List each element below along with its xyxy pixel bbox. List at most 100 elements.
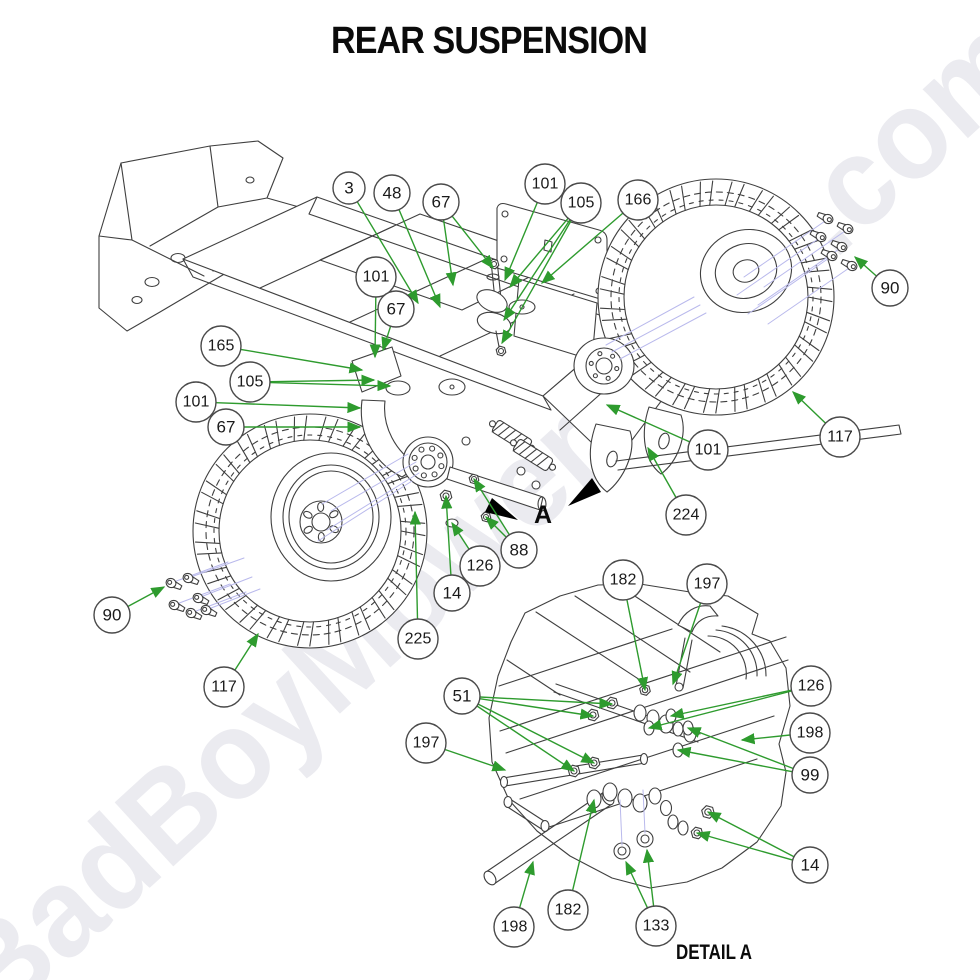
section-arrows: A (485, 478, 601, 529)
callout-number: 14 (443, 584, 462, 603)
leader-line-51 (477, 703, 596, 764)
leader-line-105 (269, 380, 392, 392)
callout-number: 166 (625, 192, 652, 209)
callout-number: 117 (211, 679, 237, 696)
callout-67[interactable]: 67 (377, 290, 415, 328)
lug-bolt (200, 604, 218, 618)
callout-number: 67 (387, 300, 406, 319)
callout-number: 101 (183, 394, 210, 411)
leader-line-48 (398, 209, 441, 309)
section-arrow-icon (485, 498, 518, 520)
callout-88[interactable]: 88 (500, 531, 538, 569)
callout-133[interactable]: 133 (635, 905, 677, 947)
callout-number: 101 (363, 269, 390, 286)
callout-101[interactable]: 101 (355, 256, 397, 298)
leader-line-105 (501, 220, 572, 345)
leader-line-51 (476, 705, 576, 772)
lug-bolt (185, 607, 203, 621)
callout-101[interactable]: 101 (524, 163, 566, 205)
callout-number: 225 (405, 631, 432, 648)
leader-line-198 (740, 733, 791, 745)
leader-line-182 (626, 599, 649, 692)
callout-number: 126 (467, 558, 494, 575)
callout-101[interactable]: 101 (175, 381, 217, 423)
mounting-plate (496, 202, 608, 302)
callout-105[interactable]: 105 (229, 361, 271, 403)
callout-number: 224 (673, 507, 700, 524)
callout-117[interactable]: 117 (203, 666, 245, 708)
callout-166[interactable]: 166 (617, 179, 659, 221)
detail-a-view (483, 583, 791, 889)
leader-line-67 (381, 325, 393, 352)
callout-3[interactable]: 3 (332, 171, 366, 205)
callout-number: 197 (413, 735, 440, 752)
lug-bolt (830, 239, 848, 253)
callout-number: 126 (798, 678, 825, 695)
lug-bolt (182, 572, 200, 586)
callout-number: 67 (432, 193, 451, 212)
lug-bolt (836, 221, 854, 235)
leader-line-90 (127, 586, 166, 608)
callout-99[interactable]: 99 (791, 756, 829, 794)
callout-number: 165 (208, 338, 235, 355)
leader-line-105 (269, 374, 376, 386)
leader-line-166 (540, 212, 624, 284)
leader-line-67 (442, 219, 457, 287)
callout-14[interactable]: 14 (433, 574, 471, 612)
callout-48[interactable]: 48 (373, 174, 411, 212)
callout-number: 90 (881, 279, 900, 298)
leader-line-51 (479, 698, 595, 720)
leader-line-126 (647, 690, 792, 731)
callout-197[interactable]: 197 (405, 722, 447, 764)
leader-line-101 (504, 202, 538, 282)
callout-117[interactable]: 117 (819, 416, 861, 458)
lug-bolts (165, 211, 858, 621)
leader-line-197 (444, 748, 507, 772)
callout-126[interactable]: 126 (790, 665, 832, 707)
callout-14[interactable]: 14 (791, 846, 829, 884)
callout-224[interactable]: 224 (665, 494, 707, 536)
callout-105[interactable]: 105 (560, 182, 602, 224)
leader-line-133 (642, 848, 655, 907)
callout-number: 182 (555, 902, 582, 919)
callout-165[interactable]: 165 (200, 325, 242, 367)
leader-line-224 (647, 446, 677, 498)
leader-line-198 (518, 860, 535, 908)
wheel-stud-lines (170, 218, 853, 614)
callout-197[interactable]: 197 (686, 563, 728, 605)
callout-67[interactable]: 67 (207, 408, 245, 446)
callout-number: 51 (453, 687, 472, 706)
callout-198[interactable]: 198 (493, 906, 535, 948)
callout-90[interactable]: 90 (871, 269, 909, 307)
lug-bolt (820, 248, 838, 262)
right-wheel-rim (699, 228, 793, 314)
right-brake-hub (573, 337, 635, 395)
leader-line-101 (369, 296, 381, 359)
callout-number: 105 (568, 195, 595, 212)
leader-line-88 (485, 516, 507, 538)
callout-182[interactable]: 182 (602, 559, 644, 601)
callout-number: 198 (797, 725, 824, 742)
callout-182[interactable]: 182 (547, 889, 589, 931)
callout-90[interactable]: 90 (93, 596, 131, 634)
caster-pivot-assembly (476, 259, 598, 361)
lug-bolt (192, 592, 210, 606)
callout-101[interactable]: 101 (687, 429, 729, 471)
page-title: REAR SUSPENSION (331, 20, 647, 62)
leader-line-99 (676, 746, 793, 773)
callout-225[interactable]: 225 (397, 618, 439, 660)
callout-126[interactable]: 126 (459, 545, 501, 587)
lug-bolt (809, 229, 827, 243)
lug-bolt (165, 577, 183, 591)
leader-line-133 (625, 860, 649, 909)
callout-number: 182 (610, 572, 637, 589)
callout-198[interactable]: 198 (789, 712, 831, 754)
leader-line-126 (669, 689, 792, 719)
callout-51[interactable]: 51 (443, 677, 481, 715)
leader-line-14 (706, 811, 795, 858)
callout-number: 117 (827, 429, 853, 446)
callout-67[interactable]: 67 (422, 183, 460, 221)
leader-line-14 (695, 831, 793, 861)
